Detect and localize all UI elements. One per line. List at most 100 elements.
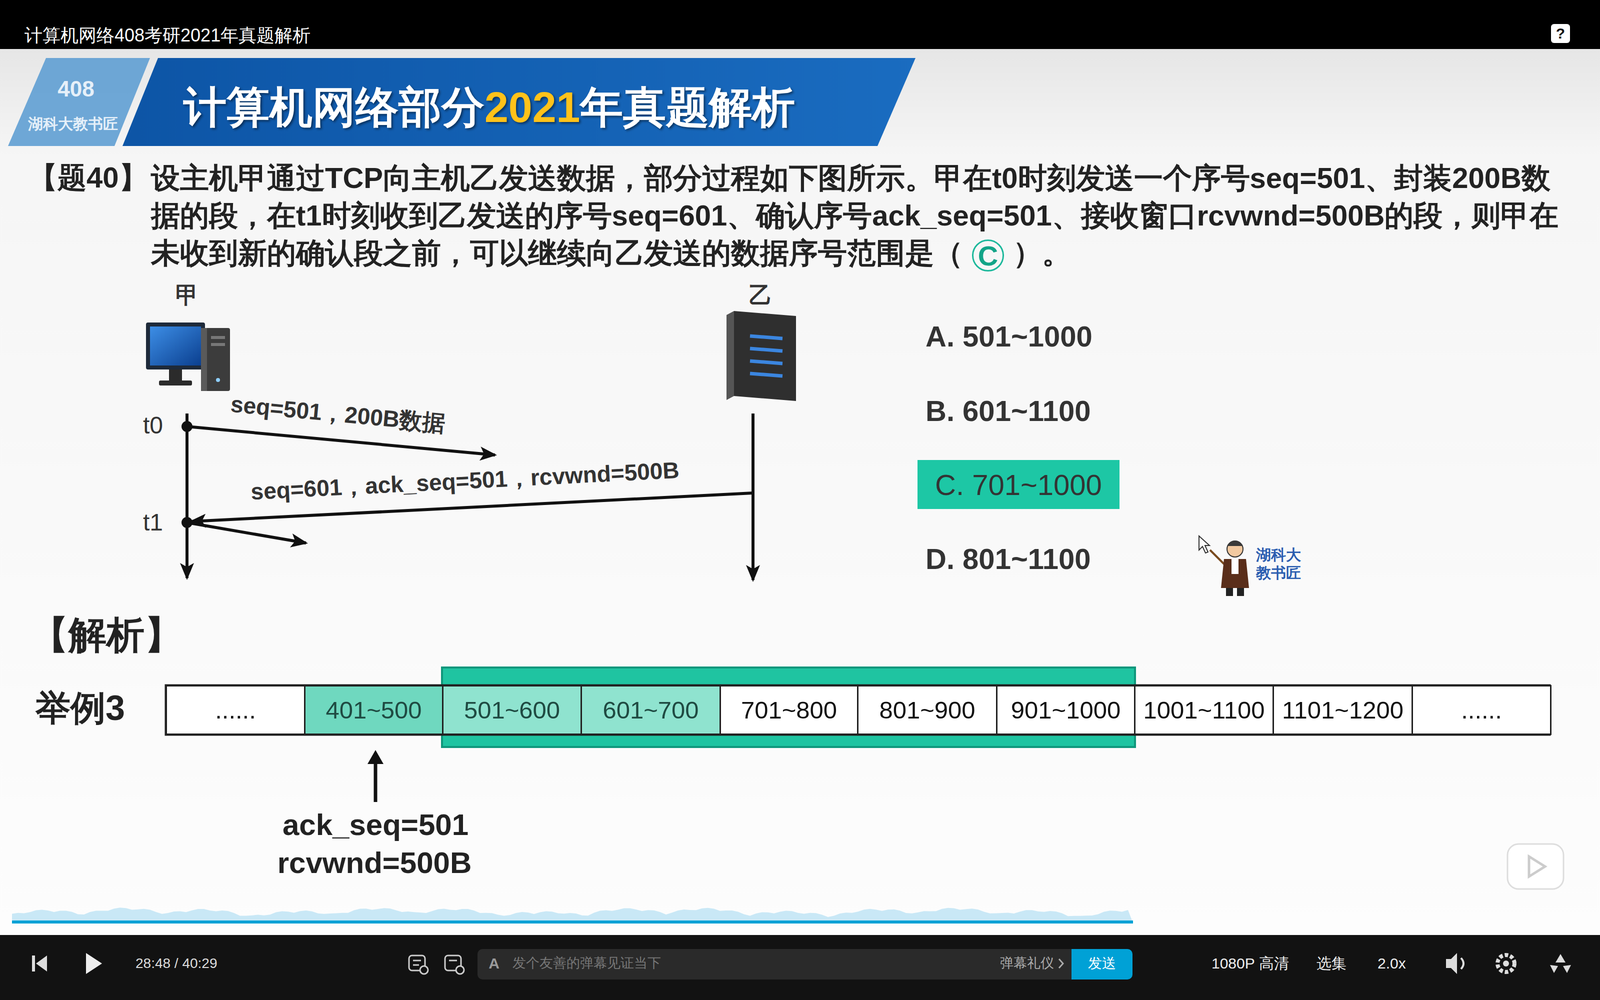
question-text: ）。 [1013, 236, 1071, 269]
host-name: 甲 [175, 282, 199, 309]
sequence-cell: ...... [165, 685, 306, 735]
node-text: 1001~1100 [1143, 696, 1265, 724]
danmaku-toggle [409, 955, 464, 974]
watermark-text: 408 [57, 76, 94, 102]
mascot-figure [1199, 536, 1210, 553]
option-text: B. 601~1100 [925, 394, 1091, 428]
answer-option-box: C. 701~1000 [917, 460, 1120, 509]
time-display: 28:48 / 40:29 [135, 955, 217, 972]
computer-icon [169, 369, 182, 382]
send-button-text: 发送 [1088, 955, 1116, 972]
timeline [751, 413, 755, 580]
computer-icon [146, 322, 230, 391]
sequence-cell: 501~600 [442, 685, 582, 735]
sequence-cell: 701~800 [719, 685, 859, 735]
node-text: 1101~1200 [1282, 696, 1404, 724]
send-button [1071, 949, 1133, 980]
fullscreen-icon [1563, 965, 1571, 973]
title-banner [8, 58, 916, 146]
node-text: ...... [215, 696, 256, 724]
speed-text: 2.0x [1377, 955, 1406, 973]
timeline [185, 413, 189, 578]
sequence-cell: 1001~1100 [1134, 685, 1274, 735]
prev-button [32, 955, 35, 972]
pointer-label: ack_seq=501 [282, 807, 469, 842]
danmaku-toggle [420, 966, 428, 974]
computer-icon [150, 326, 201, 366]
mascot-figure [1237, 588, 1244, 596]
banner-title: 计算机网络部分 [183, 82, 485, 132]
font-icon: A [488, 955, 500, 973]
danmaku-toggle [456, 966, 464, 974]
audio-waveform [12, 907, 1133, 923]
computer-icon [159, 380, 192, 386]
computer-icon [146, 322, 205, 370]
server-icon [734, 311, 796, 401]
node-text: 801~900 [879, 696, 975, 724]
audio-waveform [12, 907, 1133, 923]
banner-title: 年真题解析 [580, 82, 795, 132]
node-text: 501~600 [464, 696, 560, 724]
segment-arrow [187, 522, 306, 543]
computer-icon [201, 328, 207, 391]
option-text: D. 801~1100 [925, 542, 1091, 576]
danmaku-toggle [413, 964, 419, 966]
event-dot [181, 421, 193, 432]
logo-text: 湖科大 教书匠 [1256, 546, 1306, 582]
computer-icon [211, 336, 225, 339]
link-text: 弹幕礼仪 [1000, 955, 1054, 971]
mascot-figure [1227, 541, 1243, 546]
server-icon [726, 311, 796, 401]
banner-title-group: 计算机网络部分2021年真题解析 [183, 82, 795, 132]
time-label: t1 [143, 508, 163, 536]
segment-arrow [187, 426, 495, 455]
play-button [86, 953, 102, 974]
sequence-cell: 1101~1200 [1272, 685, 1413, 735]
progress-bar [12, 920, 1133, 924]
mascot-figure [1226, 588, 1233, 596]
sequence-cell: 601~700 [580, 685, 721, 735]
node-text: 401~500 [325, 696, 422, 724]
mascot-figure [1221, 559, 1249, 588]
pointer-arrow [367, 750, 384, 764]
volume-icon [1446, 953, 1457, 974]
chevron [1059, 959, 1063, 968]
fullscreen-icon [1550, 954, 1571, 973]
banner-year: 2021 [484, 82, 580, 132]
section-heading: 【解析】 [30, 613, 183, 657]
slide-ground [0, 49, 1600, 935]
server-icon [750, 336, 783, 339]
sequence-cell: ...... [1411, 685, 1552, 735]
input-placeholder: 发个友善的弹幕见证当下 [512, 955, 661, 971]
episodes-text: 选集 [1316, 955, 1347, 973]
quality-text: 1080P 高清 [1211, 955, 1289, 973]
answer-mark: C [972, 239, 1004, 272]
time-label: t0 [143, 411, 163, 439]
node-text: 901~1000 [1011, 696, 1121, 724]
mascot-figure [1210, 550, 1224, 564]
control-bar [0, 935, 1600, 1000]
sequence-cell: 901~1000 [996, 685, 1136, 735]
mascot-figure [1199, 536, 1249, 596]
fullscreen-icon [1550, 965, 1558, 973]
server-icon [726, 311, 734, 400]
server-icon [750, 361, 783, 364]
host-name: 乙 [749, 282, 772, 309]
settings-icon [1497, 955, 1515, 972]
question-paragraph: 设主机甲通过TCP向主机乙发送数据，部分过程如下图所示。甲在t0时刻发送一个序号… [151, 159, 1575, 272]
node-text: ...... [1461, 696, 1502, 724]
server-icon [750, 373, 783, 376]
pointer-arrow [374, 760, 378, 802]
mascot-figure [1227, 541, 1243, 557]
sequence-band [165, 685, 1550, 735]
option-text: A. 501~1000 [925, 320, 1093, 354]
help-icon-text: ? [1556, 25, 1565, 43]
side-play-button [1507, 844, 1564, 889]
send-button [1071, 949, 1079, 980]
computer-icon [201, 328, 230, 391]
node-text: 701~800 [741, 696, 837, 724]
volume-icon [1461, 958, 1464, 969]
mascot-figure [1231, 559, 1239, 574]
